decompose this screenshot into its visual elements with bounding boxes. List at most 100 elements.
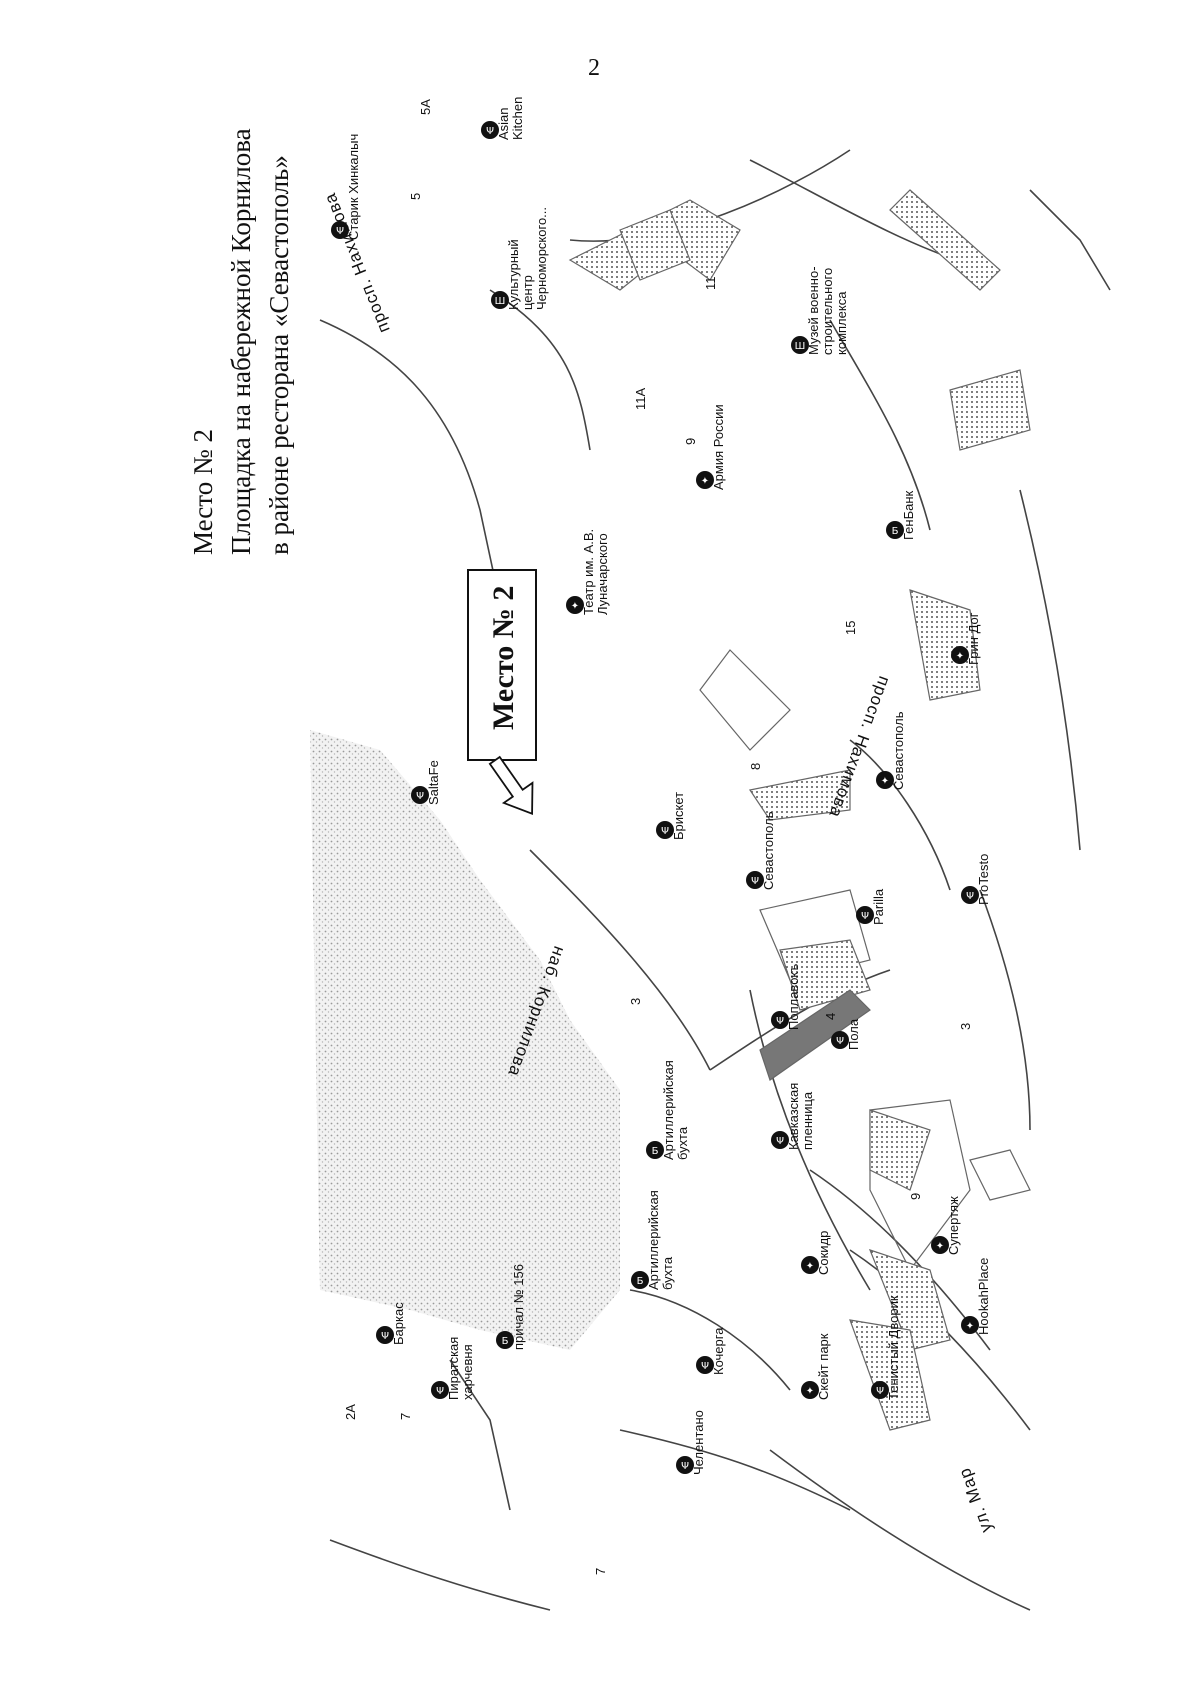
poi-glyph: Ψ (776, 1136, 784, 1147)
shop-icon (931, 1236, 949, 1254)
poi-label: Поплавокъ (786, 964, 801, 1030)
fork-knife-icon (831, 1031, 849, 1049)
poi-label: Пиратскаяхарчевня (446, 1337, 475, 1400)
map-canvas: Место № 2 Площадка на набережной Корнило… (188, 97, 1111, 1611)
house-number: 9 (908, 1193, 923, 1200)
house-number: 3 (958, 1023, 973, 1030)
poi-army[interactable]: ✦Армия России (696, 404, 726, 490)
map[interactable]: Место № 2 Площадка на набережной Корнило… (150, 90, 1130, 1650)
poi-label: Музей военно-строительногокомплекса (806, 266, 849, 355)
fork-knife-icon (746, 871, 764, 889)
poi-glyph: ✦ (881, 776, 889, 787)
roads (319, 149, 1111, 1611)
poi-hookah[interactable]: ✦HookahPlace (961, 1258, 991, 1335)
poi-glyph: Ш (795, 341, 806, 352)
poi-label: Пола (846, 1018, 861, 1050)
museum-icon (791, 336, 809, 354)
poi-sevastopol-hotel[interactable]: ✦Севастополь (876, 711, 906, 790)
poi-sokidr[interactable]: ✦Сокидр (801, 1231, 831, 1275)
poi-label: SaltaFe (426, 760, 441, 805)
shop-icon (801, 1256, 819, 1274)
house-number: 2А (343, 1404, 358, 1420)
poi-glyph: Ψ (486, 126, 494, 137)
poi-glyph: Ψ (861, 911, 869, 922)
house-number: 11 (703, 277, 718, 291)
poi-glyph: Ψ (336, 226, 344, 237)
poi-label: КультурныйцентрЧерноморского... (506, 207, 549, 310)
poi-glyph: ✦ (701, 476, 709, 487)
poi-glyph: Ψ (701, 1361, 709, 1372)
park-icon (801, 1381, 819, 1399)
bay-water (310, 730, 620, 1350)
poi-green-dog[interactable]: ✦Грин Дог (951, 612, 981, 665)
house-number: 4 (823, 1013, 838, 1020)
fork-knife-icon (331, 221, 349, 239)
poi-label: AsianKitchen (496, 97, 525, 140)
street-marat: ул. Мар (955, 1465, 996, 1535)
poi-label: ProTesto (976, 854, 991, 905)
caption: Место № 2 Площадка на набережной Корнило… (188, 128, 294, 555)
poi-glyph: Ψ (776, 1016, 784, 1027)
poi-label: Супертяж (946, 1196, 961, 1255)
poi-glyph: Ψ (966, 891, 974, 902)
poi-glyph: ✦ (936, 1241, 944, 1252)
poi-glyph: Ψ (836, 1036, 844, 1047)
poi-glyph: Ψ (436, 1386, 444, 1397)
caption-line-1: Место № 2 (188, 429, 218, 555)
poi-glyph: ✦ (571, 601, 579, 612)
fork-knife-icon (961, 886, 979, 904)
poi-glyph: Ψ (416, 791, 424, 802)
caption-line-3: в районе ресторана «Севастополь» (264, 155, 294, 555)
poi-label: ГенБанк (901, 490, 916, 540)
poi-glyph: ✦ (956, 651, 964, 662)
poi-glyph: Ψ (661, 826, 669, 837)
poi-skate[interactable]: ✦Скейт парк (801, 1333, 831, 1400)
poi-label: Армия России (711, 404, 726, 490)
poi-label: Старик Хинкалыч (346, 134, 361, 240)
star-icon (696, 471, 714, 489)
fork-knife-icon (481, 121, 499, 139)
bank-icon (886, 521, 904, 539)
poi-label: Челентано (691, 1410, 706, 1475)
house-number: 3 (628, 998, 643, 1005)
poi-glyph: Ψ (876, 1386, 884, 1397)
poi-label: Брискет (671, 792, 686, 840)
poi-glyph: Ψ (381, 1331, 389, 1342)
poi-label: Скейт парк (816, 1333, 831, 1400)
fork-knife-icon (771, 1011, 789, 1029)
poi-supertyazh[interactable]: ✦Супертяж (931, 1196, 961, 1255)
poi-label: причал № 156 (511, 1264, 526, 1350)
place-arrow-icon (488, 755, 534, 815)
bus-stop-icon (496, 1331, 514, 1349)
poi-label: Артиллерийскаябухта (661, 1060, 690, 1160)
poi-glyph: ✦ (806, 1386, 814, 1397)
poi-label: Баркас (391, 1302, 406, 1345)
fork-knife-icon (411, 786, 429, 804)
poi-label: Грин Дог (966, 612, 981, 665)
poi-theatre[interactable]: ✦Театр им. А.В.Луначарского (566, 529, 610, 615)
place-marker: Место № 2 (467, 569, 537, 815)
